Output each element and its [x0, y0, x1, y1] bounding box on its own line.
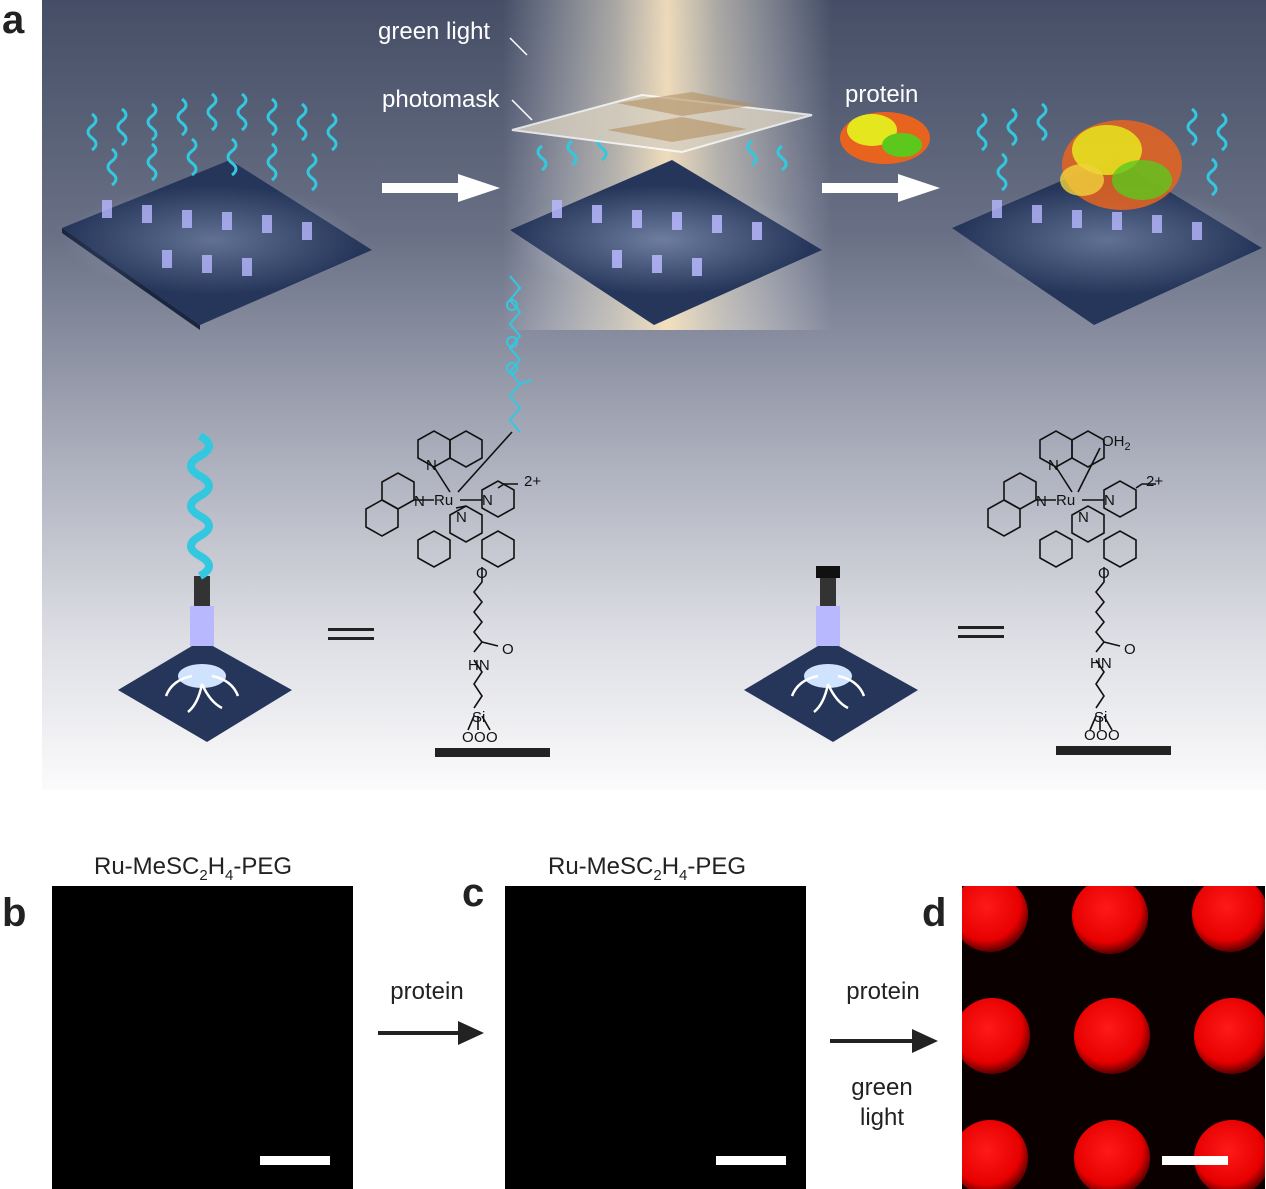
oh2-label: OH2: [1102, 433, 1131, 453]
caption-c: Ru-MeSC2H4-PEG: [548, 853, 747, 884]
micrograph-d: [962, 886, 1265, 1189]
arrow-c-to-d: [830, 1029, 938, 1053]
free-protein: [840, 112, 930, 164]
panel-label-c: c: [462, 871, 485, 915]
spot: [1194, 998, 1265, 1074]
arrow-label-protein-2: protein: [846, 978, 920, 1005]
single-molecule-illustration-left: [118, 432, 292, 742]
panel-a-illustration: Ru N N N N 2+ O HN O Si O O O Ru N N N N…: [42, 0, 1266, 790]
spot: [962, 998, 1030, 1074]
panel-label-a: a: [2, 0, 25, 42]
bound-protein: [1060, 120, 1182, 210]
siloxane-o-right-2: O: [1096, 727, 1108, 744]
siloxane-o-right-3: O: [1108, 727, 1120, 744]
single-molecule-illustration-right: [744, 566, 918, 742]
panel-a-drawing: Ru N N N N 2+ O HN O Si O O O Ru N N N N…: [62, 0, 1262, 757]
n-label-6: N: [1036, 493, 1047, 510]
n-label-3: N: [482, 492, 493, 509]
scale-bar-d: [1162, 1156, 1228, 1165]
anchor-array-middle: [552, 200, 762, 276]
chemical-structure-peg: [365, 430, 518, 731]
caption-b: Ru-MeSC2H4-PEG: [94, 853, 293, 884]
n-label-2: N: [414, 493, 425, 510]
protein-label-top: protein: [845, 81, 919, 108]
ru-label-left: Ru: [434, 492, 453, 509]
siloxane-o-left-2: O: [474, 729, 486, 746]
fluorescence-pattern: [962, 886, 1265, 1189]
spot: [1074, 998, 1150, 1074]
hn-label-left: HN: [468, 657, 490, 674]
chemical-structure-aqua: [987, 430, 1156, 731]
spot: [1194, 1120, 1265, 1189]
spot: [962, 1120, 1028, 1189]
peg-array-middle: [536, 134, 788, 172]
spot: [962, 886, 1028, 952]
spot: [1074, 1120, 1150, 1189]
process-arrow-1: [382, 174, 500, 202]
n-label-7: N: [1104, 492, 1115, 509]
siloxane-o-right-1: O: [1084, 727, 1096, 744]
green-light-label: green light: [378, 18, 491, 45]
n-label-5: N: [1048, 457, 1059, 474]
si-label-right: Si: [1094, 709, 1107, 726]
charge-label-right: 2+: [1146, 473, 1163, 490]
arrow-label-green-light: green light: [851, 1074, 913, 1131]
carbonyl-o-right: O: [1124, 641, 1136, 658]
siloxane-o-left-3: O: [486, 729, 498, 746]
arrow-label-protein-1: protein: [390, 978, 464, 1005]
photomask-label: photomask: [382, 86, 500, 113]
peg-chain: [506, 275, 533, 433]
ru-label-right: Ru: [1056, 492, 1075, 509]
process-arrow-2: [822, 174, 940, 202]
siloxane-o-left-1: O: [462, 729, 474, 746]
spot: [1072, 886, 1148, 954]
arrow-b-to-c: [378, 1021, 484, 1045]
scale-bar-c: [716, 1156, 786, 1165]
photomask-plate: [511, 92, 813, 154]
surface-bar-left: [435, 748, 550, 757]
equals-sign-left: [328, 628, 374, 640]
surface-bar-right: [1056, 746, 1171, 755]
anchor-array-left: [102, 200, 312, 276]
spot: [1192, 886, 1265, 952]
si-label-left: Si: [472, 709, 485, 726]
panel-label-b: b: [2, 891, 27, 935]
micrograph-b: [52, 886, 353, 1189]
equals-sign-right: [958, 626, 1004, 638]
anchor-array-right: [992, 200, 1202, 240]
panel-label-d: d: [922, 891, 947, 935]
hn-label-right: HN: [1090, 655, 1112, 672]
charge-label-left: 2+: [524, 473, 541, 490]
peg-array-left: [86, 92, 338, 192]
micrograph-c: [505, 886, 806, 1189]
n-label-8: N: [1078, 509, 1089, 526]
peg-array-right: [976, 102, 1228, 197]
n-label-1: N: [426, 457, 437, 474]
n-label-4: N: [456, 509, 467, 526]
scale-bar-b: [260, 1156, 330, 1165]
carbonyl-o-left: O: [502, 641, 514, 658]
o-label-right: O: [1098, 565, 1110, 582]
o-label-left: O: [476, 565, 488, 582]
